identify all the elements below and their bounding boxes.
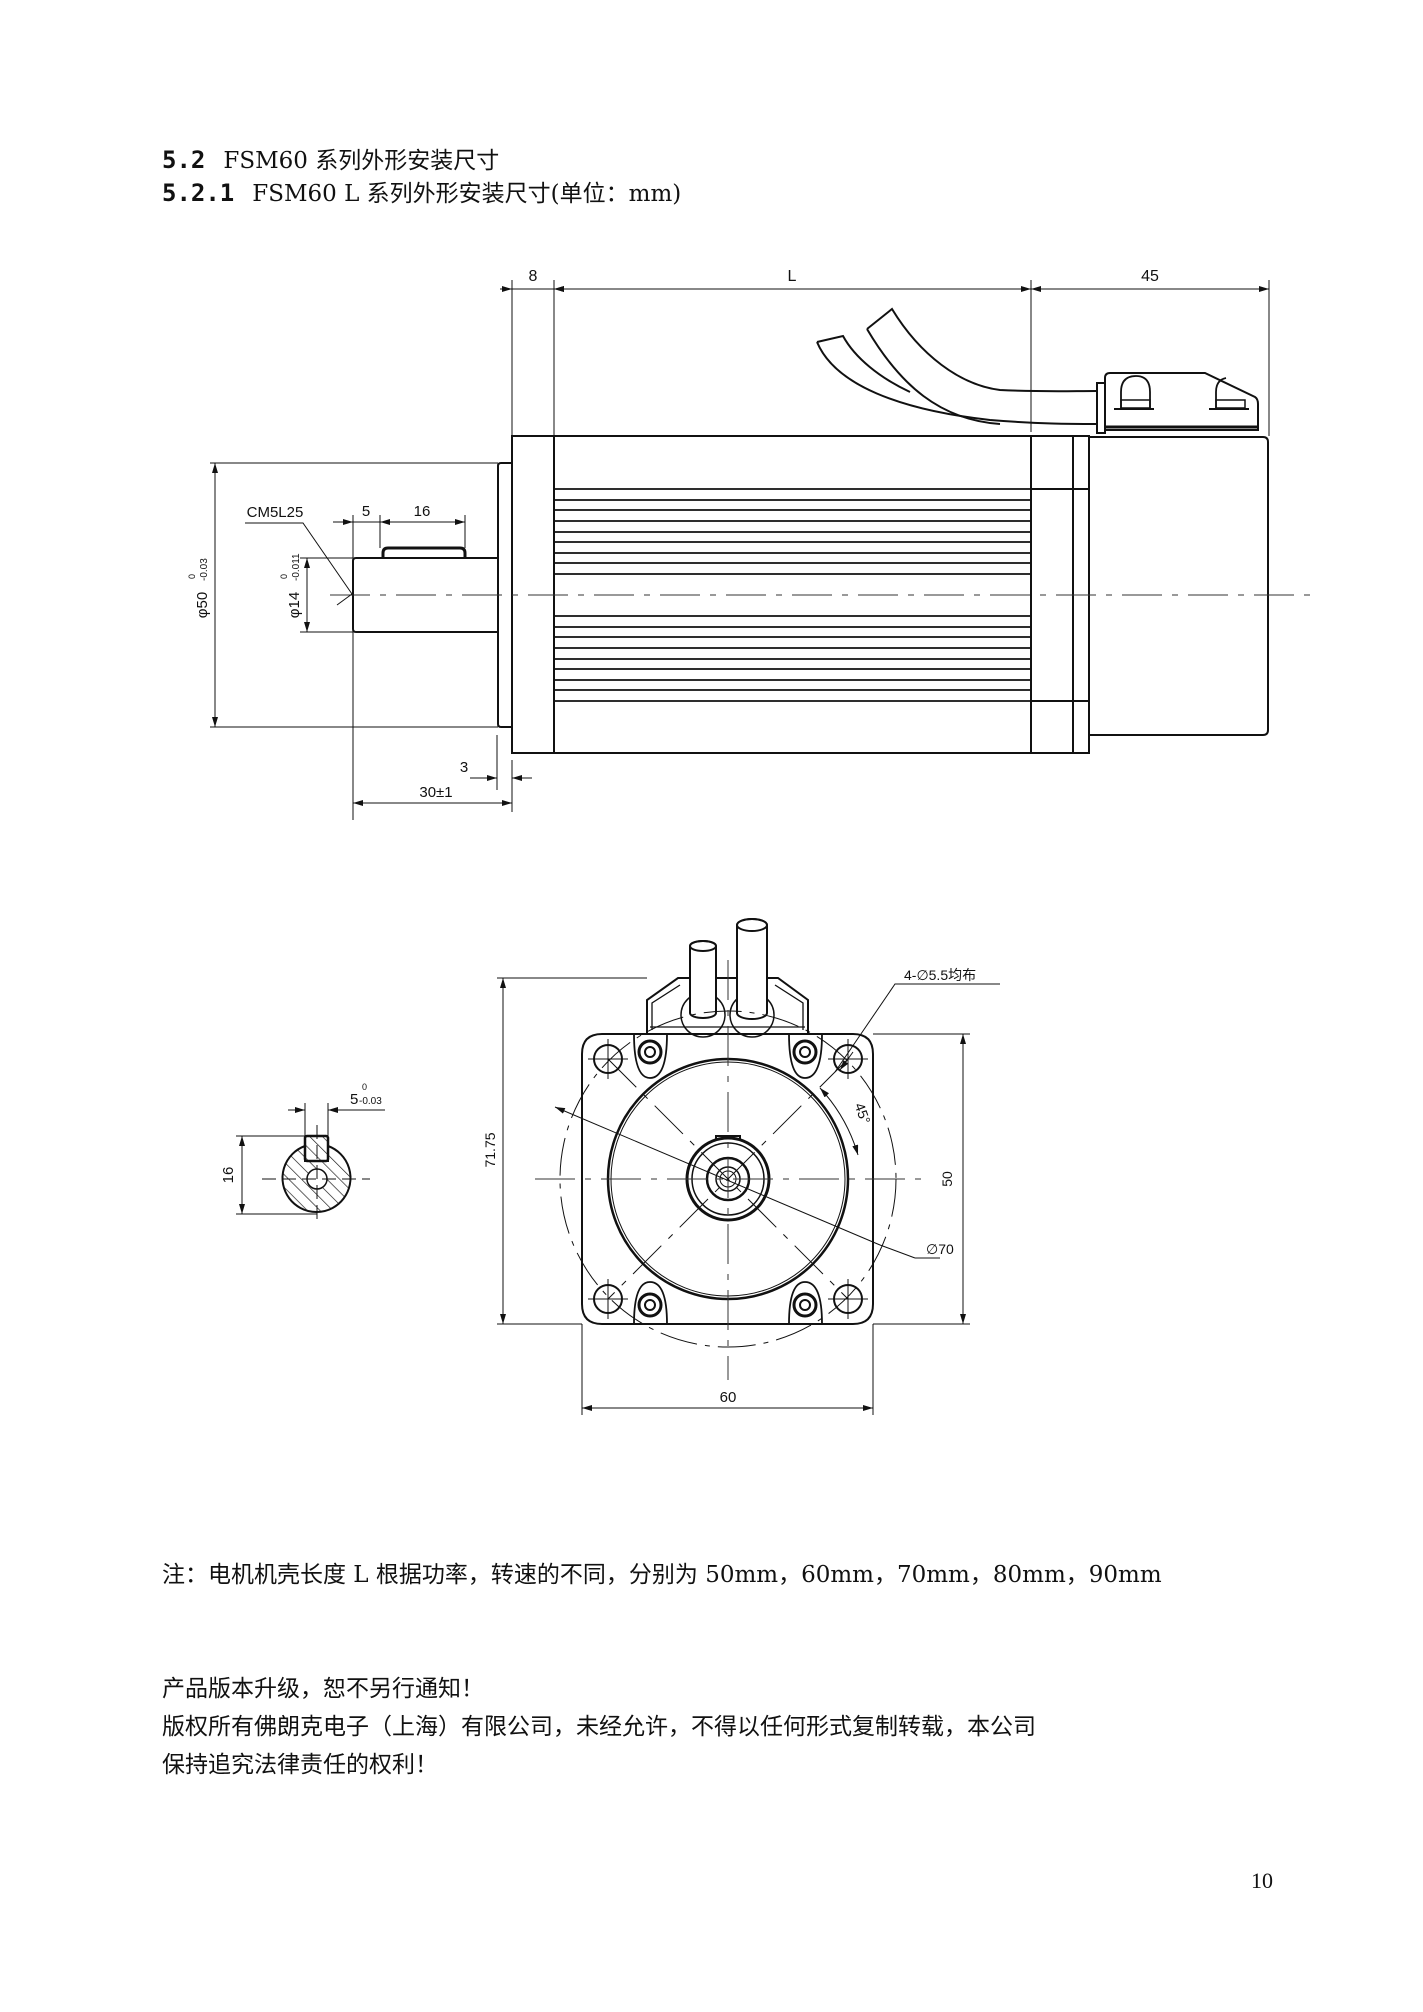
top-dimension-lines xyxy=(500,280,1270,436)
dim-key-length: 16 xyxy=(414,503,431,520)
cable-end-left xyxy=(689,940,717,1019)
dim-encoder-length: 45 xyxy=(1141,268,1159,285)
footer-notice: 产品版本升级，恕不另行通知！ 版权所有佛朗克电子（上海）有限公司，未经允许，不得… xyxy=(162,1670,1036,1784)
dim-pilot-tol-lower: -0.03 xyxy=(199,558,210,581)
footer-line: 产品版本升级，恕不另行通知！ xyxy=(162,1676,484,1702)
subsection-title: FSM60 L 系列外形安装尺寸(单位：mm) xyxy=(252,181,682,207)
dim-key-tol-lower: -0.03 xyxy=(359,1096,382,1107)
dim-overall-height: 71.75 xyxy=(482,1132,498,1167)
dim-front-flange: 8 xyxy=(529,268,538,285)
end-view: 4-∅5.5均布 45° 71.75 50 ∅70 60 xyxy=(482,918,1000,1415)
dim-shaft-thread: CM5L25 xyxy=(247,504,304,521)
subsection-heading: 5.2.1 FSM60 L 系列外形安装尺寸(单位：mm) xyxy=(162,178,681,209)
encoder-connector xyxy=(1096,372,1259,434)
keyway xyxy=(381,546,467,558)
section-title: FSM60 系列外形安装尺寸 xyxy=(223,148,500,174)
dim-pilot: 50 xyxy=(939,1171,955,1187)
cooling-fins xyxy=(554,488,1031,702)
dim-angle: 45° xyxy=(852,1101,874,1126)
dim-shaft-diameter: φ14 xyxy=(286,592,303,618)
page-number: 10 xyxy=(1251,1868,1273,1893)
left-dimensions xyxy=(210,462,532,820)
small-screws xyxy=(637,1039,818,1318)
mounting-flange xyxy=(581,1033,874,1325)
dim-pilot-height: 3 xyxy=(460,759,468,776)
dim-flange-width: 60 xyxy=(720,1389,737,1406)
dim-holes: 4-∅5.5均布 xyxy=(904,967,976,983)
footer-line: 版权所有佛朗克电子（上海）有限公司，未经允许，不得以任何形式复制转载，本公司 xyxy=(162,1714,1036,1740)
side-view: 8 L 45 xyxy=(187,268,1312,820)
cable-back xyxy=(816,334,1098,425)
note-text: 注：电机机壳长度 L 根据功率，转速的不同，分别为 50mm，60mm，70mm… xyxy=(162,1562,1162,1588)
subsection-number: 5.2.1 xyxy=(162,179,235,207)
cables xyxy=(816,307,1098,425)
dim-pilot-tol-upper: 0 xyxy=(187,574,197,579)
dim-key-offset: 5 xyxy=(362,503,370,520)
key-section-view: 5 0 -0.03 16 xyxy=(220,1082,385,1225)
section-number: 5.2 xyxy=(162,146,206,174)
dim-shaft-tol-lower: -0.011 xyxy=(291,553,302,581)
dim-key-height: 16 xyxy=(220,1167,237,1184)
section-heading: 5.2 FSM60 系列外形安装尺寸 xyxy=(162,145,499,176)
encoder-cover xyxy=(1089,436,1269,736)
dim-pilot-diameter: φ50 xyxy=(194,592,211,618)
dim-key-width: 5 xyxy=(350,1091,358,1108)
dim-shaft-length: 30±1 xyxy=(419,784,452,801)
dim-shaft-tol-upper: 0 xyxy=(279,574,289,579)
end-connector xyxy=(646,918,809,1038)
dim-bolt-circle: ∅70 xyxy=(926,1241,954,1257)
dim-body-length: L xyxy=(788,268,797,285)
cable-front xyxy=(866,307,1098,425)
footer-line: 保持追究法律责任的权利！ xyxy=(162,1752,438,1778)
cable-end-right xyxy=(736,918,768,1020)
dim-key-tol-upper: 0 xyxy=(362,1082,367,1092)
